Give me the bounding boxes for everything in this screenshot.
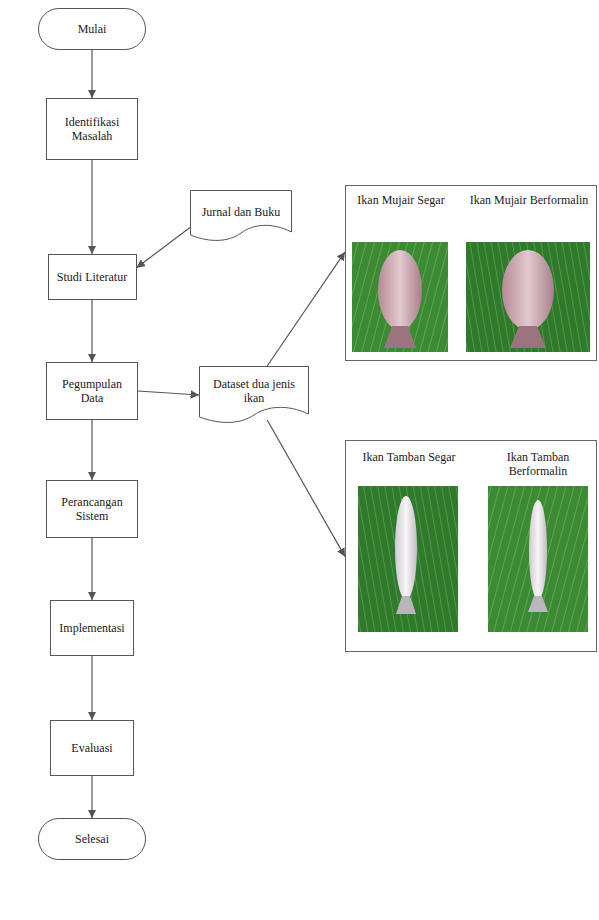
process-box: Implementasi — [50, 600, 134, 656]
node-label: Evaluasi — [67, 741, 116, 755]
document-box: Dataset dua jenis ikan — [199, 366, 309, 424]
fish-body — [529, 500, 547, 600]
node-label: Studi Literatur — [53, 270, 131, 284]
photo-label: Ikan Mujair Segar — [350, 194, 452, 208]
fish-body — [378, 250, 422, 330]
process-box: Studi Literatur — [48, 254, 137, 300]
photo-label: Ikan Mujair Berformalin — [464, 194, 594, 208]
photo-ground — [358, 486, 458, 632]
photo-label: Ikan Tamban Berformalin — [484, 451, 592, 479]
photo-panel: Ikan Tamban Segar Ikan Tamban Berformalin — [345, 440, 597, 652]
node-label: Jurnal dan Buku — [198, 205, 285, 219]
photo-label: Ikan Tamban Segar — [356, 451, 462, 465]
terminal-pill: Mulai — [38, 8, 146, 50]
photo-panel: Ikan Mujair Segar Ikan Mujair Berformalin — [345, 185, 597, 361]
flow-arrow — [91, 300, 92, 362]
flow-arrow — [137, 227, 191, 267]
node-label: Identifikasi Masalah — [47, 115, 137, 144]
fish-body — [395, 496, 417, 600]
fish-tail — [396, 596, 416, 614]
flow-arrow — [138, 391, 199, 395]
node-label: Implementasi — [55, 621, 128, 635]
photo-ground — [488, 486, 588, 632]
node-label: Dataset dua jenis ikan — [199, 377, 309, 406]
process-box: Perancangan Sistem — [46, 480, 138, 538]
flow-arrow — [267, 252, 345, 366]
photo-ground — [466, 242, 590, 352]
fish-body — [502, 250, 554, 330]
flow-arrow — [267, 420, 345, 557]
fish-tail — [510, 326, 546, 348]
node-label: Pegumpulan Data — [47, 377, 137, 406]
flow-arrow — [91, 420, 92, 480]
document-box: Jurnal dan Buku — [190, 190, 292, 242]
flow-arrow — [91, 50, 92, 98]
flow-arrow — [91, 538, 92, 600]
process-box: Identifikasi Masalah — [46, 98, 138, 160]
flow-arrow — [91, 160, 92, 254]
fish-tail — [384, 326, 416, 348]
node-label: Perancangan Sistem — [47, 495, 137, 524]
fish-tail — [528, 596, 548, 612]
flow-arrow — [91, 776, 92, 818]
process-box: Pegumpulan Data — [46, 362, 138, 420]
process-box: Evaluasi — [50, 720, 134, 776]
terminal-pill: Selesai — [38, 818, 146, 860]
flow-arrow — [91, 656, 92, 720]
photo-ground — [352, 242, 448, 352]
node-label: Selesai — [71, 832, 113, 846]
node-label: Mulai — [74, 22, 111, 36]
